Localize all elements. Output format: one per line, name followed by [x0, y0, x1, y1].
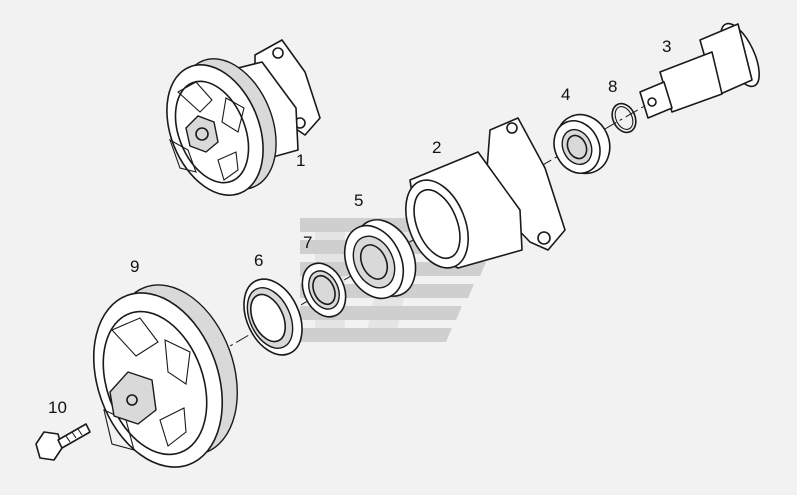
label-part-1: 1 — [296, 151, 305, 170]
label-part-5: 5 — [354, 191, 363, 210]
label-part-9: 9 — [130, 257, 139, 276]
label-part-6: 6 — [254, 251, 263, 270]
label-part-8: 8 — [608, 77, 617, 96]
label-part-4: 4 — [561, 85, 570, 104]
part-10-bolt — [35, 423, 91, 461]
label-part-3: 3 — [662, 37, 671, 56]
part-7-seal — [301, 262, 347, 318]
part-2-pump-housing — [405, 117, 566, 269]
part-1-assembled-pump — [166, 39, 321, 196]
part-5-bearing — [343, 219, 417, 300]
part-3-shaft — [639, 22, 760, 119]
label-part-2: 2 — [432, 138, 441, 157]
part-9-pulley — [92, 284, 238, 468]
part-4-bearing — [553, 113, 611, 175]
label-part-10: 10 — [48, 398, 67, 417]
part-6-seal-ring — [243, 278, 303, 356]
part-8-circlip — [611, 102, 637, 134]
label-part-7: 7 — [303, 233, 312, 252]
